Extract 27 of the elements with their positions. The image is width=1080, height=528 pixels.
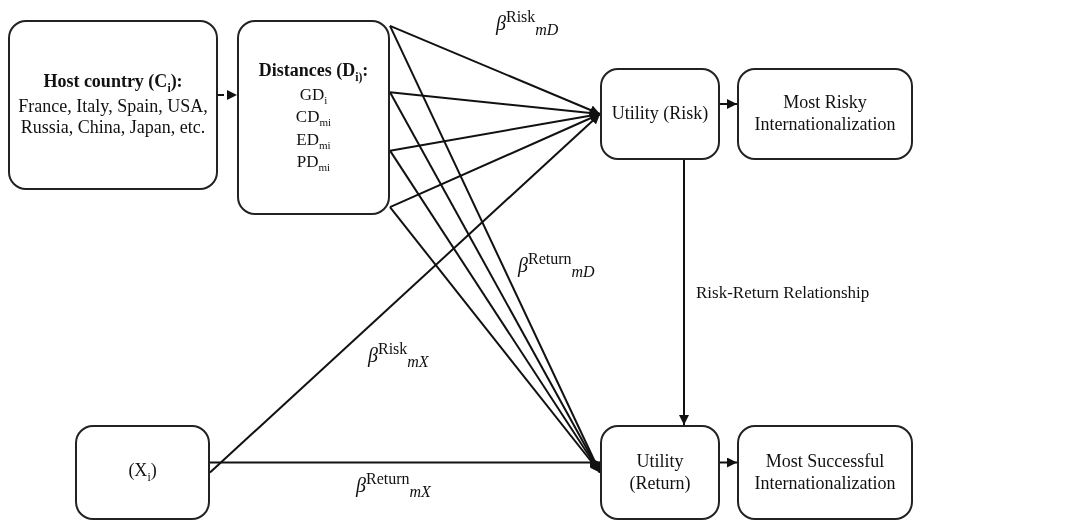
arrow [217,90,238,100]
box-text: France, Italy, Spain, USA, Russia, China, Japan, etc. [17,95,209,139]
box-text: ED$_{mi}$ [296,129,331,153]
box-text: (X$_{i}$) [128,460,157,485]
arrow [209,113,601,474]
arrow [679,159,689,426]
box-heading: Host country (C$_{i}$): [43,71,183,96]
box-text: PD$_{mi}$ [296,152,331,176]
process-box [737,425,913,520]
box-text: Most Risky Internationalization [753,92,897,136]
box-text: GD$_{i}$ [299,84,328,108]
arrow [719,99,738,109]
process-box [600,425,720,520]
box-text: CD$_{mi}$ [295,107,332,130]
box-text: Most Successful Internationalization [753,450,897,495]
arrow [389,206,601,474]
box-text: Utility (Risk) [611,103,709,125]
arrow [389,24,601,115]
process-box [600,68,720,160]
process-box [737,68,913,160]
process-box [8,20,218,190]
arrow [209,457,601,468]
box-text: Utility (Return) [628,450,692,495]
box-heading: Distances (D$_{i)}$: [258,59,369,85]
arrow [719,457,738,468]
process-box [237,20,390,215]
process-box [75,425,210,520]
